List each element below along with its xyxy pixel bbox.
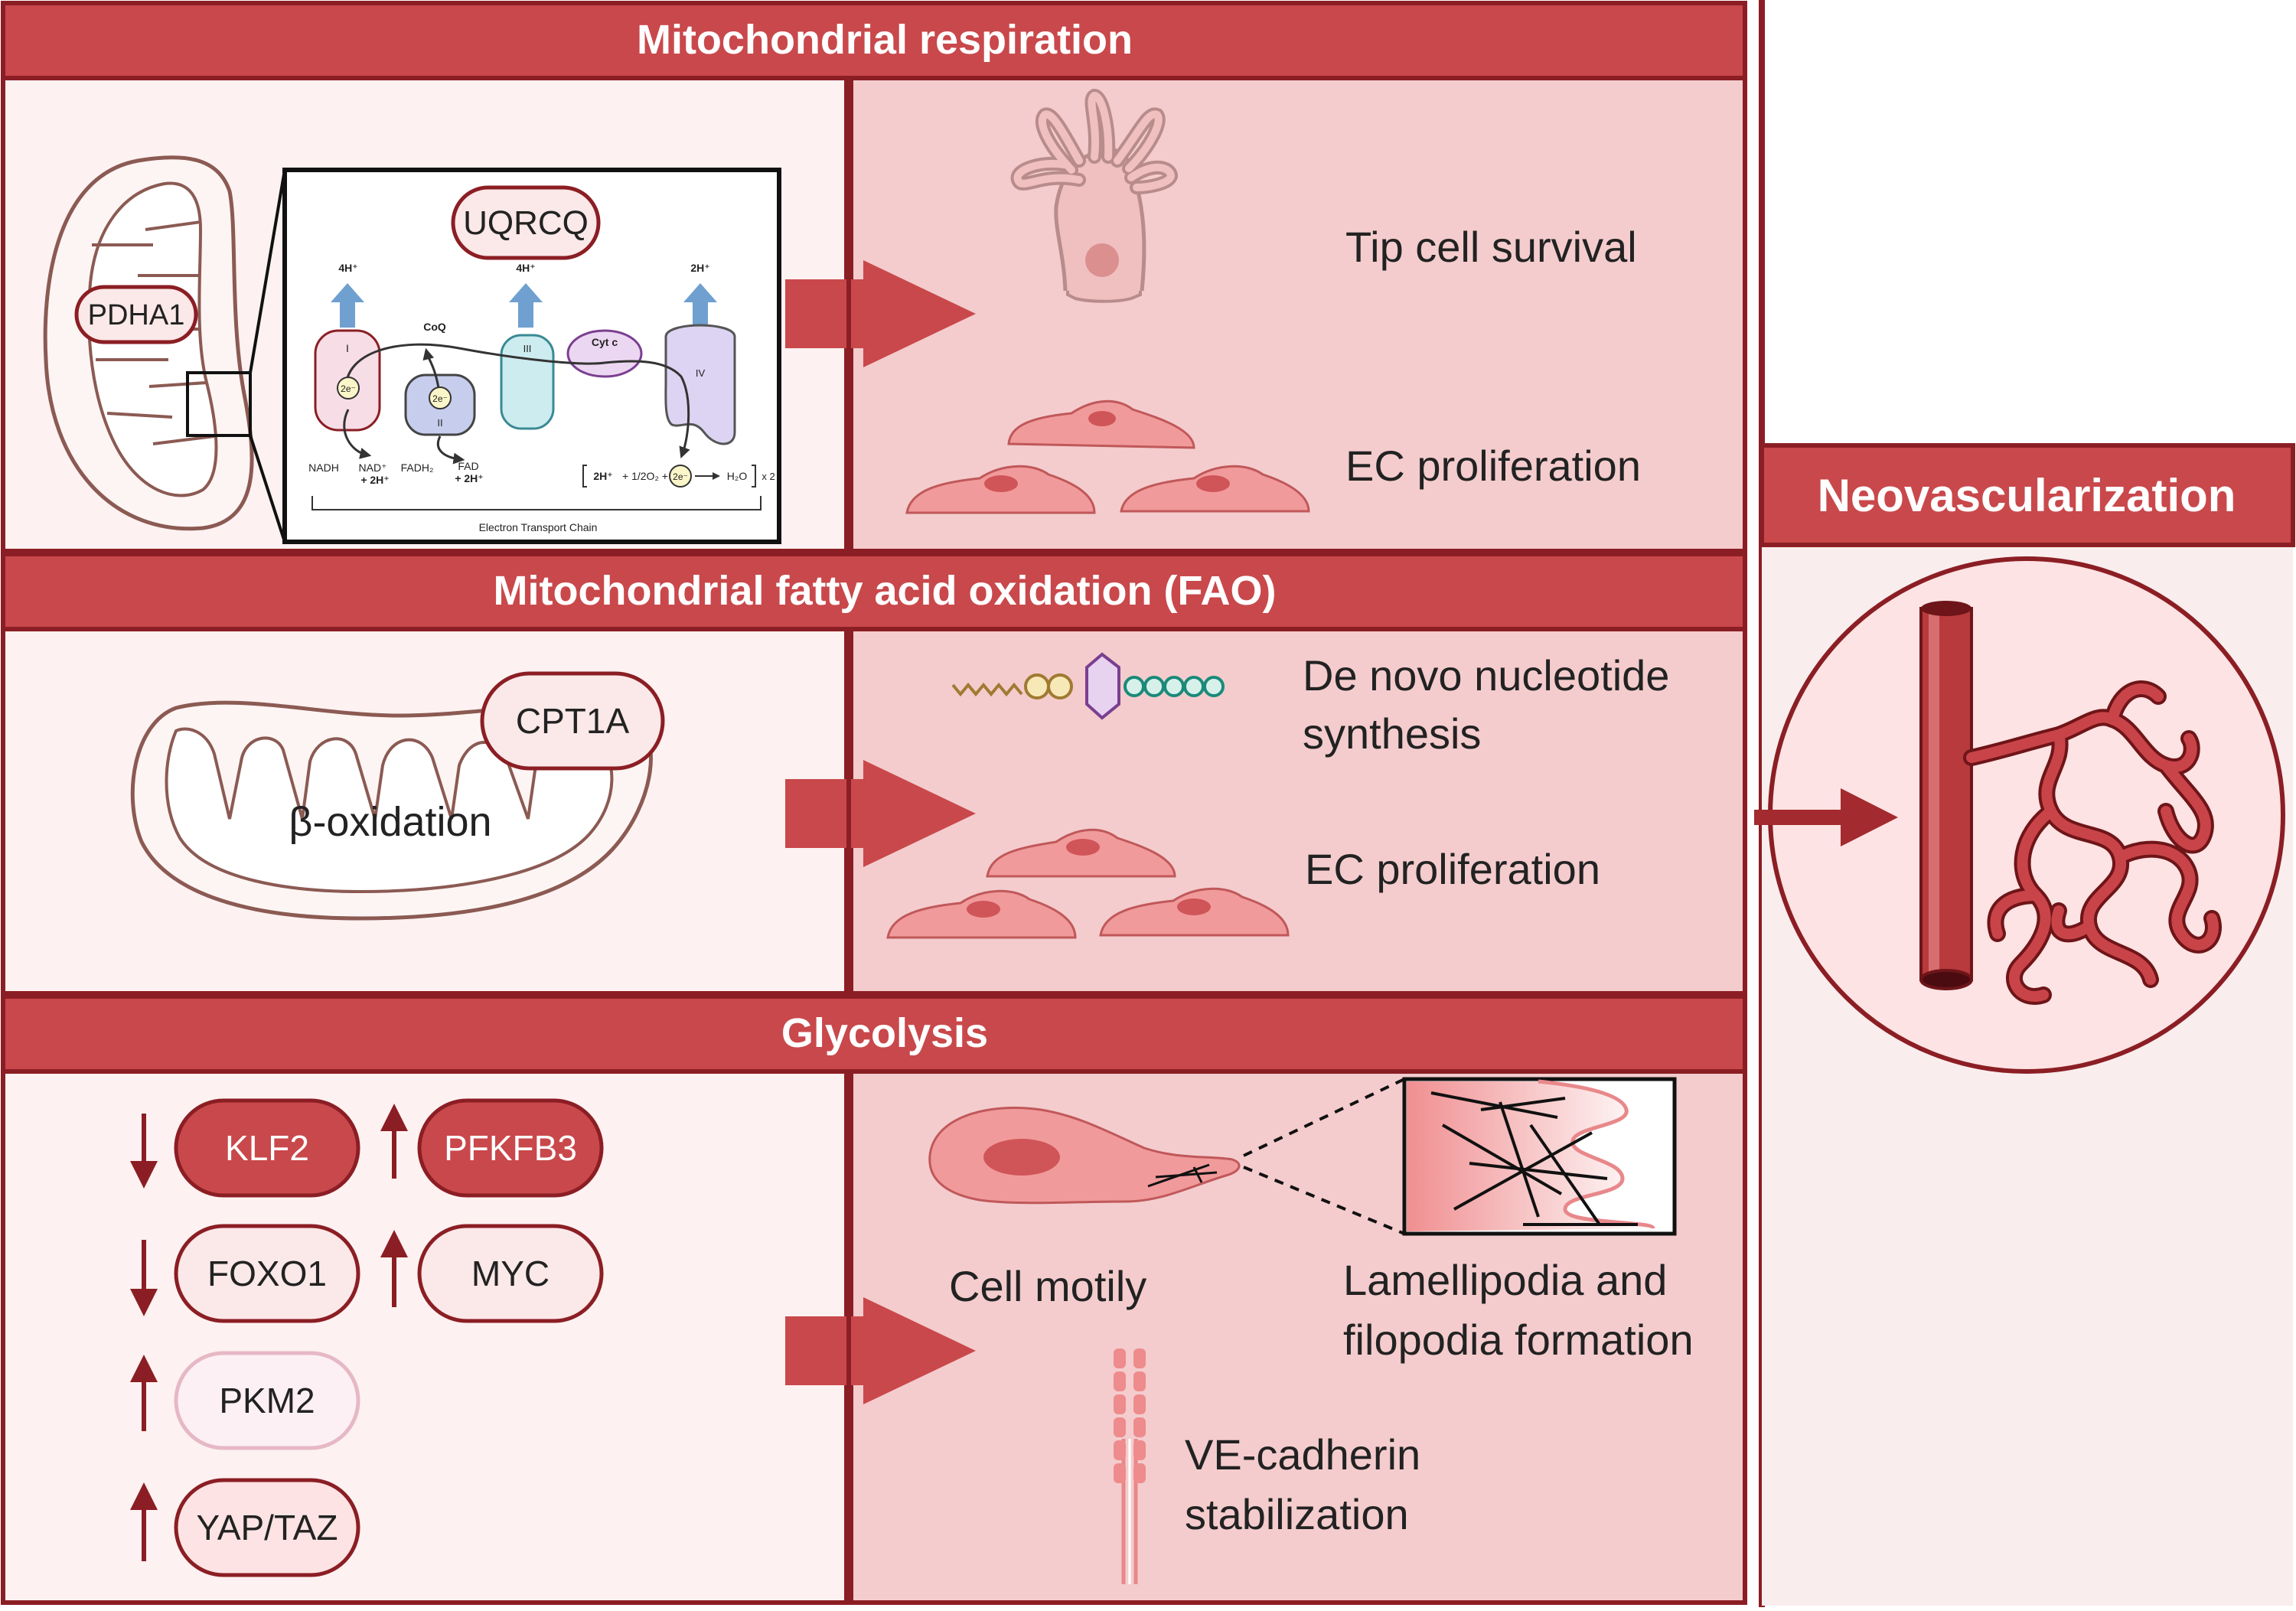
svg-text:+ 2H⁺: + 2H⁺ [360,474,389,486]
section-neovascularization: Neovascularization [1754,443,2295,1606]
pfkfb3-label: PFKFB3 [444,1128,577,1168]
section-glycolysis: Glycolysis KLF2 PFKFB3 FOXO1 MYC PKM2 YA… [1,994,1747,1605]
svg-text:CoQ: CoQ [423,321,446,333]
arrow-respiration [785,260,976,367]
nucleotide-icon [951,652,1225,720]
nucleotide-synthesis-label-2: synthesis [1303,709,1481,758]
cell-motility-label: Cell motily [949,1262,1146,1310]
svg-text:FADH₂: FADH₂ [401,461,434,474]
svg-text:4H⁺: 4H⁺ [516,262,535,274]
foxo1-label: FOXO1 [207,1254,327,1293]
glycolysis-title: Glycolysis [781,1010,988,1056]
section-respiration: Mitochondrial respiration PDHA1 UQRCQ 4H… [1,1,1747,553]
ve-cadherin-label-1: VE-cadherin [1185,1430,1420,1479]
svg-text:NADH: NADH [308,461,339,474]
nucleotide-synthesis-label-1: De novo nucleotide [1303,651,1669,700]
svg-text:4H⁺: 4H⁺ [338,262,357,274]
cpt1a-label: CPT1A [516,701,630,741]
klf2-pill [174,1098,360,1198]
neo-title: Neovascularization [1818,470,2236,521]
respiration-title: Mitochondrial respiration [637,17,1133,63]
pdha1-pill [74,285,198,344]
uqrcq-pill [451,185,601,260]
pdha1-label: PDHA1 [88,299,185,331]
uqrcq-label: UQRCQ [463,204,589,242]
lamellipodia-label-1: Lamellipodia and [1343,1256,1667,1304]
glycolysis-header-bar [1,994,1747,1074]
section-fao: Mitochondrial fatty acid oxidation (FAO)… [1,552,1747,996]
zoom-box [186,371,252,437]
tip-cell-icon [1010,88,1179,303]
arrow-to-neo [1754,788,1898,846]
beta-oxidation-label: β-oxidation [289,799,491,845]
myc-label: MYC [471,1254,550,1293]
svg-text:+ 2H⁺: + 2H⁺ [455,472,483,484]
cytc-shape [566,329,643,378]
neo-header-bar [1760,443,2295,547]
arrow-fao [785,760,976,867]
ec-proliferation-label-1: EC proliferation [1345,442,1641,490]
klf2-label: KLF2 [225,1128,309,1168]
ec-cells-fao [886,828,1290,939]
svg-text:Electron Transport Chain: Electron Transport Chain [479,521,598,533]
svg-text:2H⁺: 2H⁺ [690,262,709,274]
pfkfb3-pill [417,1098,604,1198]
yap-taz-pill [174,1478,360,1577]
ec-cells-respiration [905,399,1310,514]
pkm2-pill [174,1351,360,1450]
svg-text:I: I [346,342,349,354]
svg-text:2e⁻: 2e⁻ [341,383,356,394]
mitochondrion-horizontal-icon [130,700,653,921]
svg-text:II: II [437,417,442,429]
ve-cadherin-icon [1114,1348,1146,1584]
svg-text:x 2: x 2 [762,471,775,482]
svg-text:H₂O: H₂O [727,470,748,482]
foxo1-pill [174,1224,360,1323]
tip-cell-survival-label: Tip cell survival [1345,223,1637,271]
complex-iii [500,334,555,430]
svg-text:FAD: FAD [458,460,478,472]
svg-text:2e⁻: 2e⁻ [673,471,688,482]
myc-pill [417,1224,604,1323]
respiration-header-bar [1,1,1747,80]
svg-text:+ 1/2O₂ +: + 1/2O₂ + [622,470,668,482]
svg-text:III: III [523,343,532,354]
svg-text:Cyt c: Cyt c [592,336,618,348]
main-vessel [1919,607,1973,981]
fao-title: Mitochondrial fatty acid oxidation (FAO) [493,568,1276,614]
svg-text:IV: IV [696,367,706,379]
lamellipodia-inset [1402,1077,1677,1236]
etc-inset: UQRCQ 4H⁺ 4H⁺ 2H⁺ I II III IV CoQ Cyt c [282,168,781,544]
cpt1a-pill [480,671,665,771]
pkm2-label: PKM2 [219,1381,315,1420]
motile-cell-icon [928,1078,1405,1235]
arrow-glycolysis [785,1297,976,1404]
ve-cadherin-label-2: stabilization [1185,1490,1409,1538]
svg-text:2e⁻: 2e⁻ [432,393,448,404]
ec-proliferation-label-2: EC proliferation [1305,845,1600,893]
lamellipodia-label-2: filopodia formation [1343,1316,1694,1364]
yap-taz-label: YAP/TAZ [197,1508,338,1547]
svg-text:2H⁺: 2H⁺ [593,470,612,482]
svg-text:NAD⁺: NAD⁺ [359,461,387,474]
complex-iv [664,324,736,445]
